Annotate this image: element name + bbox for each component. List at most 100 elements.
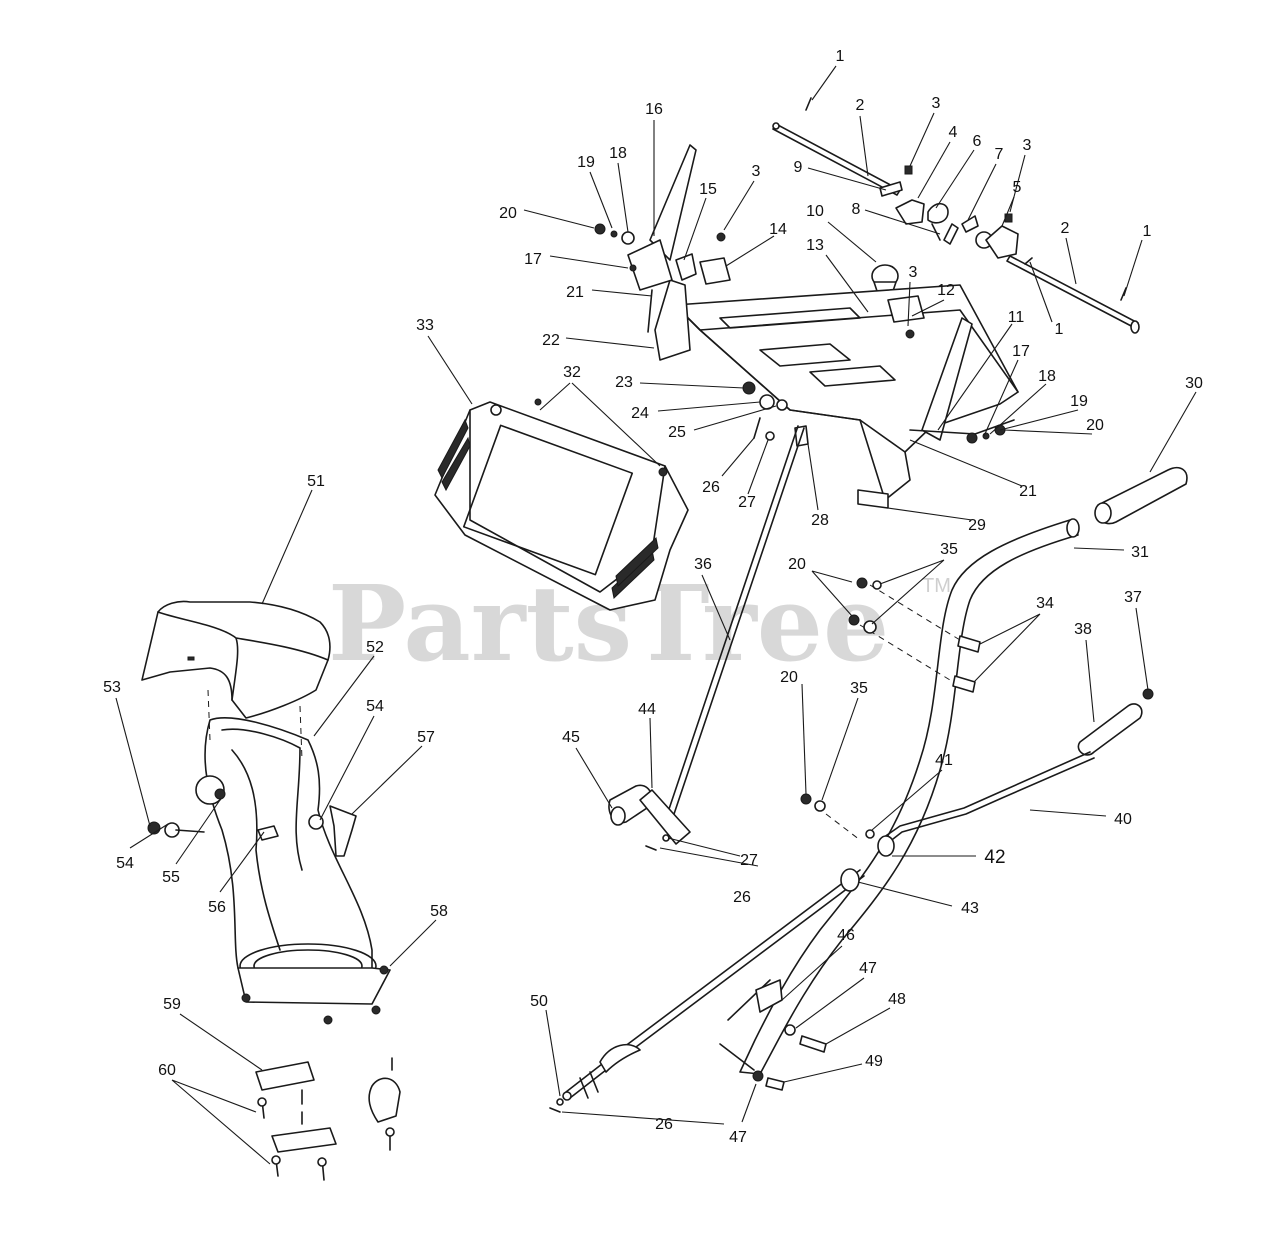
callout-c36: 36 — [694, 556, 712, 573]
callout-c11: 11 — [1008, 309, 1025, 326]
callout-c56: 56 — [208, 899, 226, 916]
upper-handle — [719, 518, 1080, 1075]
callout-c38: 38 — [1074, 621, 1092, 638]
fastener-nuts-left — [594, 223, 726, 333]
callout-c17b: 17 — [1012, 343, 1030, 360]
callout-c16: 16 — [645, 101, 663, 118]
callout-c3c: 3 — [752, 163, 761, 180]
callout-c19b: 19 — [1070, 393, 1088, 410]
callout-c49: 49 — [865, 1053, 883, 1070]
control-rod-left — [772, 122, 901, 196]
callout-c30: 30 — [1185, 375, 1203, 392]
chute-clamps — [255, 1057, 401, 1181]
callout-c43: 43 — [961, 900, 979, 917]
callout-c12: 12 — [937, 282, 955, 299]
control-rod-right — [1006, 255, 1140, 334]
callout-c18a: 18 — [609, 145, 627, 162]
callout-c22: 22 — [542, 332, 560, 349]
chute-body — [204, 689, 391, 1025]
callout-c58: 58 — [430, 903, 448, 920]
callout-c4: 4 — [949, 124, 958, 141]
callout-c26a: 26 — [702, 479, 720, 496]
callout-c23: 23 — [615, 374, 633, 391]
callout-c28: 28 — [811, 512, 829, 529]
callout-c19a: 19 — [577, 154, 595, 171]
callout-c29: 29 — [968, 517, 986, 534]
callout-c21b: 21 — [1019, 483, 1037, 500]
dash-panel-cover — [434, 398, 689, 611]
control-panel-box — [627, 144, 1019, 501]
callout-c59: 59 — [163, 996, 181, 1013]
callout-c26c: 26 — [655, 1116, 673, 1133]
shift-arm — [608, 784, 691, 851]
callout-c6: 6 — [973, 133, 982, 150]
callout-c2a: 2 — [856, 97, 865, 114]
callout-c26b: 26 — [733, 889, 751, 906]
callout-c40: 40 — [1114, 811, 1132, 828]
callout-c45: 45 — [562, 729, 580, 746]
callout-c31: 31 — [1131, 544, 1149, 561]
callout-c3a: 3 — [932, 95, 941, 112]
callout-c48: 48 — [888, 991, 906, 1008]
callout-c47b: 47 — [729, 1129, 747, 1146]
callout-c34: 34 — [1036, 595, 1054, 612]
callout-c46: 46 — [837, 927, 855, 944]
callout-c9: 9 — [794, 159, 803, 176]
leader-lines — [115, 65, 1197, 1165]
callout-labels: 1112233334567891011121314151617171818191… — [103, 48, 1203, 1146]
callout-c52: 52 — [366, 639, 384, 656]
callout-c10: 10 — [806, 203, 824, 220]
callout-c25: 25 — [668, 424, 686, 441]
chute-crank — [865, 688, 1154, 857]
callout-c41: 41 — [935, 752, 953, 769]
callout-c32: 32 — [563, 364, 581, 381]
callout-c37: 37 — [1124, 589, 1142, 606]
callout-c3d: 3 — [909, 264, 918, 281]
handle-bolts — [800, 577, 981, 841]
callout-c20c: 20 — [788, 556, 806, 573]
chute-deflector — [141, 600, 331, 719]
callout-c53: 53 — [103, 679, 121, 696]
pivot-hardware — [742, 381, 889, 509]
callout-c5: 5 — [1013, 179, 1022, 196]
callout-c50: 50 — [530, 993, 548, 1010]
callout-c1a: 1 — [836, 48, 845, 65]
callout-c27a: 27 — [738, 494, 756, 511]
handle-lower-hardware — [752, 1024, 827, 1091]
callout-c13: 13 — [806, 237, 824, 254]
callout-c17a: 17 — [524, 251, 542, 268]
callout-c54b: 54 — [116, 855, 134, 872]
callout-c14: 14 — [769, 221, 787, 238]
callout-c42: 42 — [984, 847, 1005, 868]
callout-c18b: 18 — [1038, 368, 1056, 385]
callout-c21a: 21 — [566, 284, 584, 301]
callout-c55: 55 — [162, 869, 180, 886]
callout-c54a: 54 — [366, 698, 384, 715]
callout-c20b: 20 — [1086, 417, 1104, 434]
callout-c3b: 3 — [1023, 137, 1032, 154]
chute-crank-rod — [549, 868, 865, 1113]
callout-c24: 24 — [631, 405, 649, 422]
callout-c7: 7 — [995, 146, 1004, 163]
callout-c35b: 35 — [850, 680, 868, 697]
callout-c51: 51 — [307, 473, 325, 490]
callout-c1c: 1 — [1055, 321, 1064, 338]
callout-c47a: 47 — [859, 960, 877, 977]
callout-c35a: 35 — [940, 541, 958, 558]
clevis-pin-icon — [805, 97, 1127, 301]
callout-c27b: 27 — [740, 852, 758, 869]
handle-grip — [1094, 466, 1188, 525]
callout-c33: 33 — [416, 317, 434, 334]
watermark-trademark: TM — [922, 575, 951, 597]
chute-hardware — [147, 775, 357, 857]
callout-c2b: 2 — [1061, 220, 1070, 237]
callout-c57: 57 — [417, 729, 435, 746]
callout-c20d: 20 — [780, 669, 798, 686]
callout-c44: 44 — [638, 701, 656, 718]
callout-c20a: 20 — [499, 205, 517, 222]
upper-hardware — [879, 165, 1019, 259]
callout-c15: 15 — [699, 181, 717, 198]
callout-c60: 60 — [158, 1062, 176, 1079]
callout-c8: 8 — [852, 201, 861, 218]
